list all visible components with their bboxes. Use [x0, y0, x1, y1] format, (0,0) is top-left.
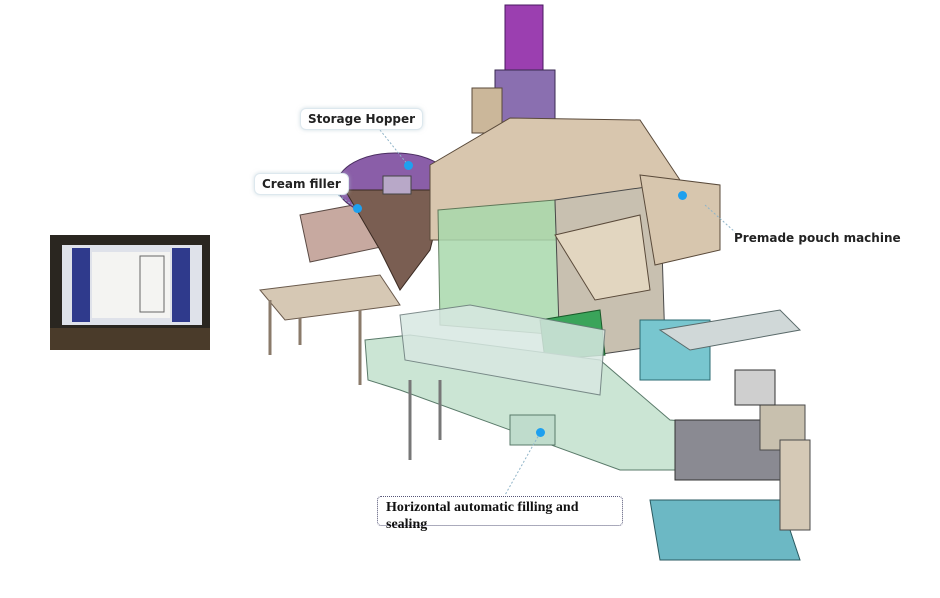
cream-filler-marker-dot [353, 204, 362, 213]
storage-hopper-unit [336, 152, 454, 291]
horizontal-filling-unit [364, 304, 811, 561]
horizontal-filling-label: Horizontal automatic filling and sealing [377, 496, 623, 532]
premade-pouch-unit [429, 4, 721, 361]
premade-pouch-machine-label: Premade pouch machine [734, 231, 901, 245]
cream-filler-label: Cream filler [254, 173, 349, 195]
product-photo [50, 235, 210, 350]
pouch-machine-marker-dot [678, 191, 687, 200]
storage-hopper-label: Storage Hopper [300, 108, 424, 130]
hopper-marker-dot [404, 161, 413, 170]
leader-lines [334, 129, 736, 496]
horizontal-marker-dot [536, 428, 545, 437]
